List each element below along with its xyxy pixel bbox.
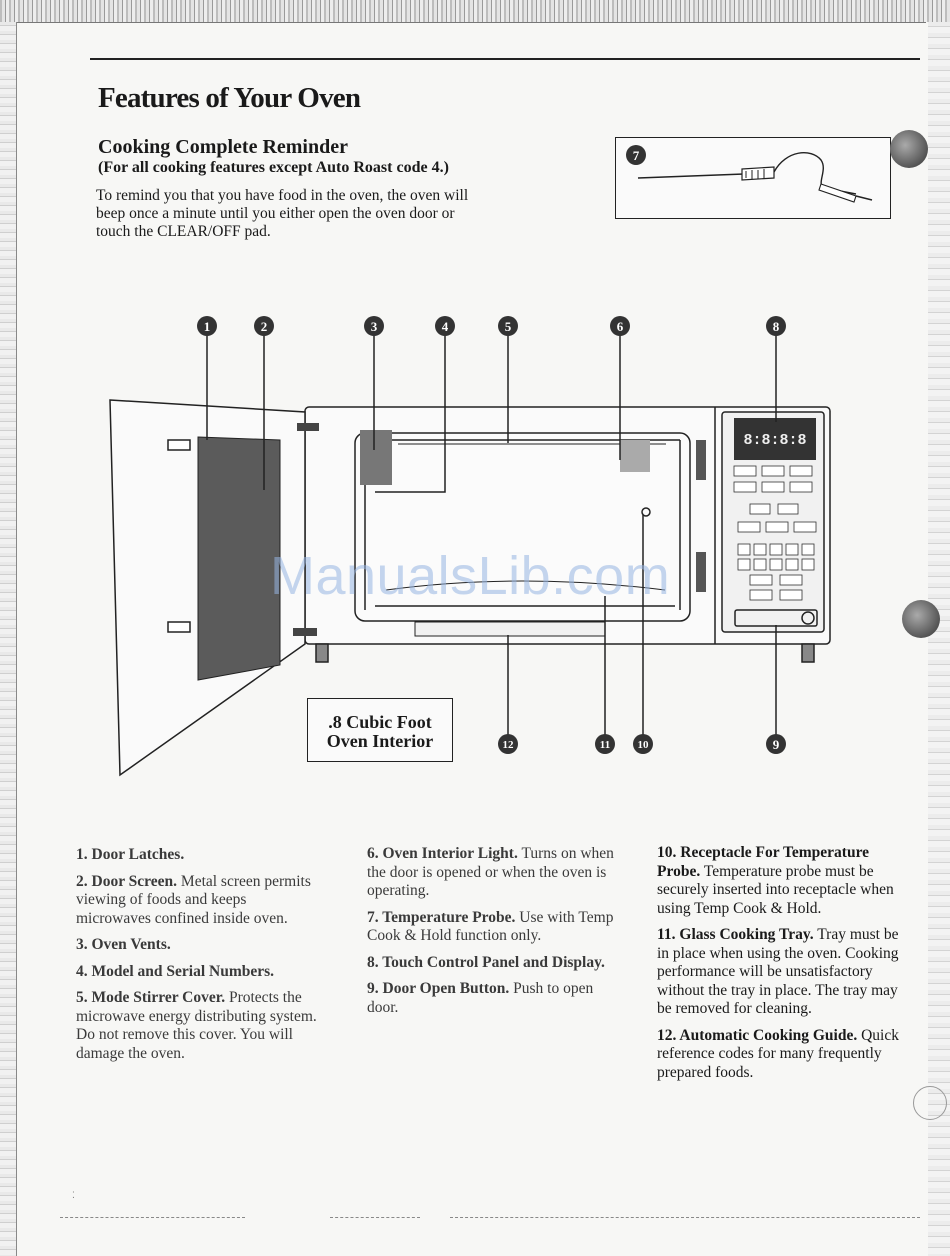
- callout-1: 1: [204, 319, 211, 334]
- feature-item: 10. Receptacle For Temperature Probe. Te…: [657, 844, 907, 918]
- interior-label-line1: .8 Cubic Foot: [328, 712, 432, 732]
- footer-rule-right: [450, 1217, 920, 1218]
- callout-7-circle: [626, 145, 646, 165]
- feature-title: 12. Automatic Cooking Guide.: [657, 1026, 858, 1044]
- feature-item: 6. Oven Interior Light. Turns on when th…: [367, 845, 617, 901]
- feature-title: 2. Door Screen.: [76, 872, 178, 890]
- callout-3: 3: [371, 319, 378, 334]
- scan-edge-right: [928, 22, 950, 1256]
- page-curl-mark: [913, 1086, 947, 1120]
- callout-7-label: 7: [633, 148, 640, 163]
- features-column-2: 6. Oven Interior Light. Turns on when th…: [367, 845, 617, 1025]
- feature-item: 12. Automatic Cooking Guide. Quick refer…: [657, 1027, 907, 1083]
- display-readout: 8:8:8:8: [743, 432, 806, 449]
- feature-item: 5. Mode Stirrer Cover. Protects the micr…: [76, 989, 321, 1063]
- feature-text: Quick reference codes for many frequentl…: [657, 1026, 899, 1081]
- page-edge: [16, 22, 926, 23]
- feature-title: 1. Door Latches.: [76, 846, 185, 863]
- oven-drawing: 8:8:8:8: [109, 316, 831, 777]
- probe-drawing: 7: [626, 145, 873, 203]
- feature-text: Metal screen permits viewing of foods an…: [76, 872, 311, 927]
- probe-illustration: 7: [615, 137, 891, 219]
- callout-11: 11: [600, 739, 610, 751]
- feature-text: Use with Temp Cook & Hold function only.: [367, 908, 614, 945]
- feature-title: 9. Door Open Button.: [367, 980, 510, 997]
- feature-text: Push to open door.: [367, 980, 594, 1016]
- feature-title: 8. Touch Control Panel and Display.: [367, 953, 605, 971]
- feature-title: 3. Oven Vents.: [76, 936, 171, 953]
- feature-title: 6. Oven Interior Light.: [367, 845, 518, 862]
- feature-item: 7. Temperature Probe. Use with Temp Cook…: [367, 909, 617, 946]
- callout-5: 5: [505, 319, 512, 334]
- feature-item: 2. Door Screen. Metal screen permits vie…: [76, 873, 321, 929]
- margin-mark: ⁚: [72, 1190, 75, 1200]
- page-title: Features of Your Oven: [98, 82, 361, 114]
- scan-edge-top: [0, 0, 950, 22]
- reminder-heading: Cooking Complete Reminder: [98, 136, 348, 158]
- page-edge-left: [16, 22, 17, 1256]
- features-column-3: 10. Receptacle For Temperature Probe. Te…: [657, 844, 907, 1090]
- feature-title: 4. Model and Serial Numbers.: [76, 962, 275, 980]
- feature-item: 4. Model and Serial Numbers.: [76, 963, 321, 982]
- features-column-1: 1. Door Latches. 2. Door Screen. Metal s…: [76, 846, 321, 1071]
- feature-title: 10. Receptacle For Temperature Probe.: [657, 844, 870, 880]
- feature-item: 11. Glass Cooking Tray. Tray must be in …: [657, 926, 907, 1019]
- oven-diagram: 8:8:8:8: [90, 300, 870, 780]
- feature-title: 5. Mode Stirrer Cover.: [76, 989, 226, 1006]
- callout-4: 4: [442, 319, 449, 334]
- callout-6: 6: [617, 319, 624, 334]
- header-rule: [90, 58, 920, 60]
- section-tab-lower: [902, 600, 940, 638]
- feature-item: 8. Touch Control Panel and Display.: [367, 954, 617, 973]
- section-tab: [890, 130, 928, 168]
- scan-edge-left: [0, 22, 16, 1256]
- feature-title: 11. Glass Cooking Tray.: [657, 926, 814, 943]
- reminder-note: (For all cooking features except Auto Ro…: [98, 159, 449, 176]
- footer-rule-left: [60, 1217, 245, 1218]
- oven-interior-label: .8 Cubic Foot Oven Interior: [307, 698, 453, 762]
- callout-2: 2: [261, 319, 268, 334]
- feature-text: Tray must be in place when using the ove…: [657, 926, 899, 1017]
- interior-label-line2: Oven Interior: [326, 731, 434, 751]
- feature-text: Protects the microwave energy distributi…: [76, 989, 317, 1062]
- callout-8: 8: [773, 319, 780, 334]
- watermark: ManualsLib.com: [270, 546, 671, 606]
- footer-rule-middle: [330, 1217, 420, 1218]
- callout-12: 12: [503, 739, 515, 751]
- feature-item: 3. Oven Vents.: [76, 936, 321, 955]
- reminder-body: To remind you that you have food in the …: [96, 187, 469, 240]
- callout-9: 9: [773, 737, 780, 752]
- feature-item: 1. Door Latches.: [76, 846, 321, 865]
- feature-item: 9. Door Open Button. Push to open door.: [367, 980, 617, 1017]
- callout-10: 10: [638, 739, 650, 751]
- feature-title: 7. Temperature Probe.: [367, 908, 516, 926]
- feature-text: Temperature probe must be securely inser…: [657, 862, 894, 917]
- feature-text: Turns on when the door is opened or when…: [367, 845, 614, 899]
